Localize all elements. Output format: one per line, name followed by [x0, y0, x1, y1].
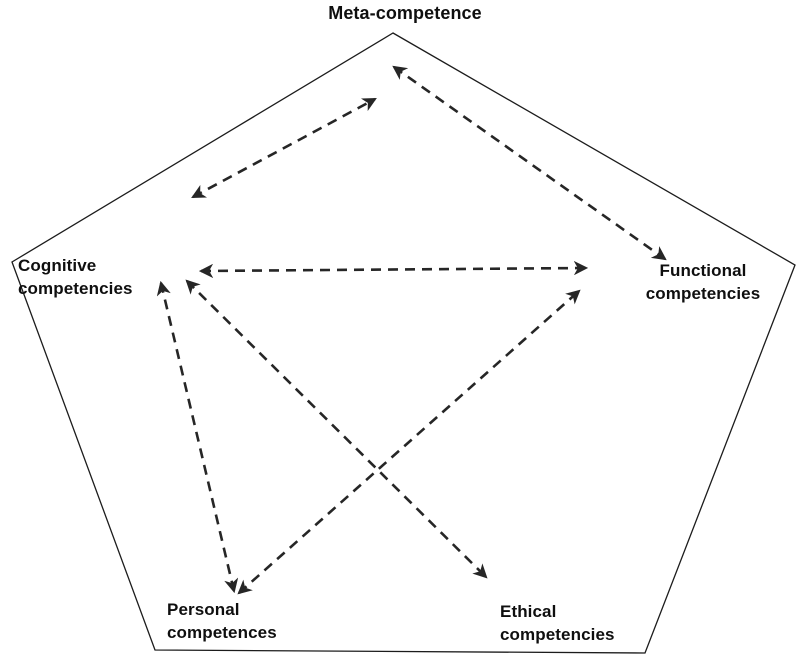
node-label-functional-competencies: Functional competencies: [645, 261, 761, 303]
node-label-meta-competence: Meta-competence: [328, 3, 482, 23]
edge-cognitive-personal: [156, 280, 239, 594]
node-label-personal-competences: Personal competences: [167, 600, 277, 642]
edge-cognitive-functional: [198, 260, 589, 279]
edge-cognitive-meta: [191, 97, 377, 199]
edge-meta-functional: [392, 65, 667, 261]
pentagon-outline: [11, 32, 796, 654]
node-label-cognitive-competencies: Cognitive competencies: [18, 256, 133, 298]
edge-cognitive-ethical: [185, 279, 488, 579]
edge-personal-functional: [237, 289, 581, 595]
node-label-ethical-competencies: Ethical competencies: [500, 602, 615, 644]
edge-group: [156, 65, 667, 595]
